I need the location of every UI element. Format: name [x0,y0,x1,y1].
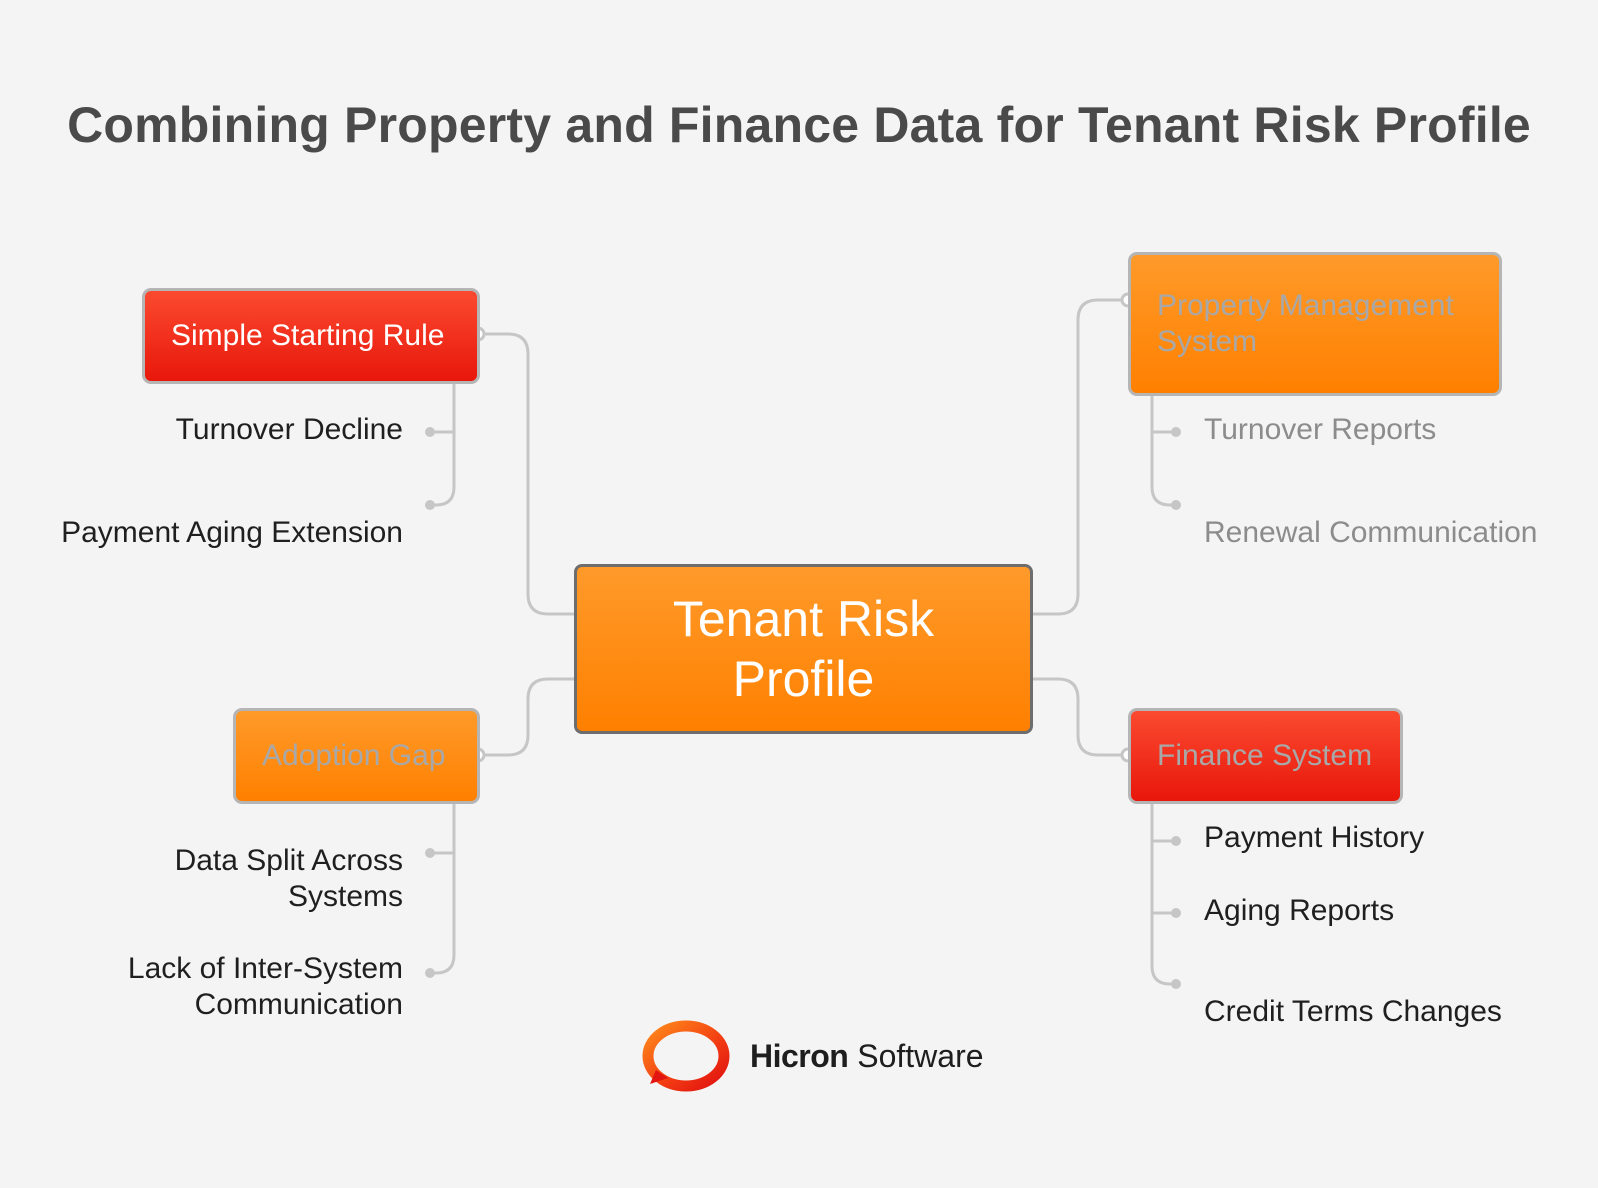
connector-simple-rule [478,332,574,616]
leaf-turnover-decline: Turnover Decline [176,412,403,448]
connector-finance [1033,677,1128,757]
leaf-aging-reports: Aging Reports [1204,893,1394,929]
connector-credit-terms [1150,913,1176,986]
leaf-lack-line1: Lack of Inter-System [127,952,403,985]
leaf-lack-of-communication: Lack of Inter-System Communication [128,951,403,1023]
leaf-lack-line2: Communication [194,988,403,1021]
leaf-payment-history: Payment History [1204,820,1424,856]
node-simple-starting-rule: Simple Starting Rule [142,288,480,384]
connector-turnover-reports [1150,396,1176,434]
leaf-payment-aging-extension-text: Payment Aging Extension [61,516,403,549]
connector-turnover-decline [430,384,456,434]
center-line-1: Tenant Risk [672,591,935,647]
connector-lack-comm [430,853,456,975]
brand-name-regular: Software [848,1038,984,1074]
connector-adoption-gap [478,677,574,757]
connector-aging-reports [1150,841,1176,915]
connector-data-split [430,804,456,855]
leaf-data-split: Data Split Across Systems [175,843,403,915]
leaf-renewal-communication: Renewal Communication [1204,515,1538,551]
leaf-turnover-reports: Turnover Reports [1204,412,1436,448]
diagram-title: Combining Property and Finance Data for … [67,97,1531,153]
leaf-turnover-reports-text: Turnover Reports [1204,413,1437,446]
leaf-credit-terms-changes: Credit Terms Changes [1204,994,1502,1030]
connector-pms [1033,298,1128,616]
leaf-aging-reports-text: Aging Reports [1204,894,1395,927]
node-tenant-risk-profile: Tenant Risk Profile [574,564,1033,734]
leaf-credit-terms-changes-text: Credit Terms Changes [1204,995,1502,1028]
node-adoption-gap-label: Adoption Gap [262,739,446,772]
connector-payment-aging [430,432,456,507]
leaf-turnover-decline-text: Turnover Decline [175,413,403,446]
node-pms-label: Property Management System [1157,289,1454,358]
brand-name: Hicron Software [750,1038,984,1075]
node-simple-starting-rule-label: Simple Starting Rule [171,319,445,352]
leaf-renewal-communication-text: Renewal Communication [1204,516,1538,549]
node-adoption-gap: Adoption Gap [233,708,480,804]
leaf-payment-aging-extension: Payment Aging Extension [61,515,403,551]
leaf-payment-history-text: Payment History [1204,821,1425,854]
leaf-data-split-line1: Data Split Across [174,844,403,877]
speech-bubble-icon [642,1020,730,1092]
brand-name-bold: Hicron [750,1038,849,1074]
node-property-management-system: Property Management System [1128,252,1502,396]
connector-renewal-comm [1150,432,1176,507]
node-finance-system-label: Finance System [1157,739,1373,772]
connector-payment-history [1150,804,1176,843]
center-line-2: Profile [732,651,875,707]
node-finance-system: Finance System [1128,708,1403,804]
leaf-data-split-line2: Systems [287,880,403,913]
